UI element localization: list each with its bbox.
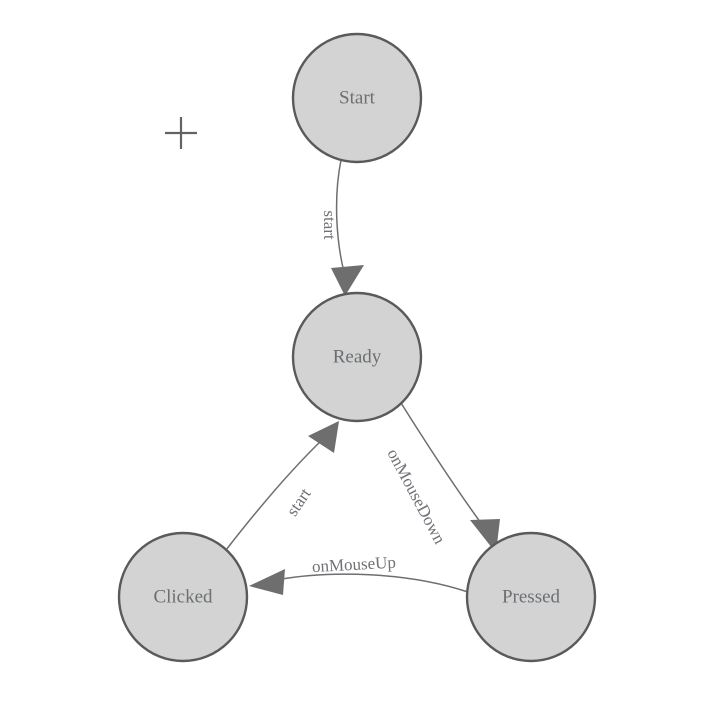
edge-clicked-to-ready[interactable] bbox=[225, 421, 339, 551]
edge-line bbox=[400, 402, 490, 535]
edge-line bbox=[335, 159, 345, 273]
node-clicked-circle[interactable] bbox=[117, 531, 249, 663]
edge-ready-to-pressed[interactable] bbox=[400, 402, 500, 553]
edge-pressed-to-clicked[interactable] bbox=[249, 569, 469, 595]
node-pressed[interactable]: Pressed bbox=[465, 531, 597, 663]
node-clicked[interactable]: Clicked bbox=[117, 531, 249, 663]
edge-start-to-ready[interactable] bbox=[331, 159, 364, 296]
edge-line bbox=[275, 573, 469, 593]
node-ready-circle[interactable] bbox=[291, 291, 423, 423]
node-pressed-circle[interactable] bbox=[465, 531, 597, 663]
arrowhead-icon bbox=[249, 569, 285, 595]
edge-label-ready-to-pressed: onMouseDown bbox=[383, 446, 449, 548]
node-ready[interactable]: Ready bbox=[291, 291, 423, 423]
node-start[interactable]: Start bbox=[291, 32, 423, 164]
edge-label-pressed-to-clicked: onMouseUp bbox=[311, 553, 396, 576]
arrowhead-icon bbox=[308, 421, 339, 453]
arrowhead-icon bbox=[331, 265, 364, 296]
node-start-circle[interactable] bbox=[291, 32, 423, 164]
edge-line bbox=[225, 439, 323, 551]
crosshair-cursor-icon bbox=[165, 117, 197, 149]
edge-label-clicked-to-ready: start bbox=[283, 484, 315, 519]
